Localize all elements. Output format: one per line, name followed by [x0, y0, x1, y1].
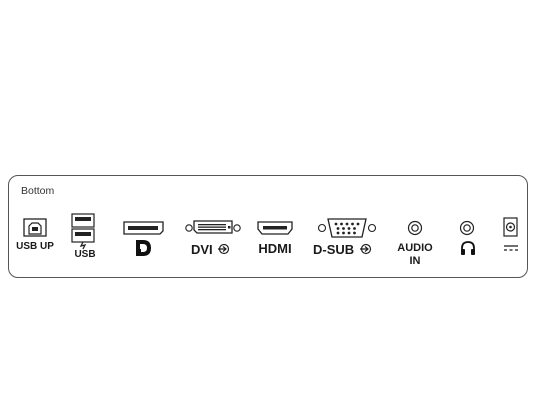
dc-power-icon — [504, 245, 518, 251]
audio-in-label-line2: IN — [409, 255, 421, 267]
dc-jack-icon — [503, 217, 518, 237]
dsub-label-group: D-SUB — [313, 241, 372, 259]
dvi-port-icon — [185, 220, 241, 234]
input-arrow-icon — [359, 243, 371, 255]
usb-up-label: USB UP — [16, 241, 54, 252]
displayport-icon — [123, 221, 164, 235]
audio-jack-icon — [407, 220, 423, 236]
audio-in-label: AUDIO IN — [397, 242, 432, 268]
headphone-jack-icon — [459, 220, 475, 236]
dvi-label-group: DVI — [191, 241, 230, 259]
hdmi-port-icon — [257, 221, 293, 235]
vga-port-icon — [317, 218, 377, 238]
usb-down-label: USB — [74, 249, 96, 260]
audio-in-label-line1: AUDIO — [397, 242, 433, 254]
hdmi-label: HDMI — [258, 241, 292, 256]
dsub-label: D-SUB — [313, 242, 355, 257]
dvi-label: DVI — [191, 242, 213, 257]
connector-panel: Bottom USB UP USB — [8, 175, 528, 278]
displayport-logo-icon — [136, 240, 151, 256]
usb-b-port-icon — [23, 218, 47, 237]
input-arrow-icon — [218, 243, 230, 255]
panel-caption: Bottom — [21, 185, 55, 197]
usb-a-port-icon — [71, 213, 95, 250]
headphone-icon — [461, 241, 475, 255]
